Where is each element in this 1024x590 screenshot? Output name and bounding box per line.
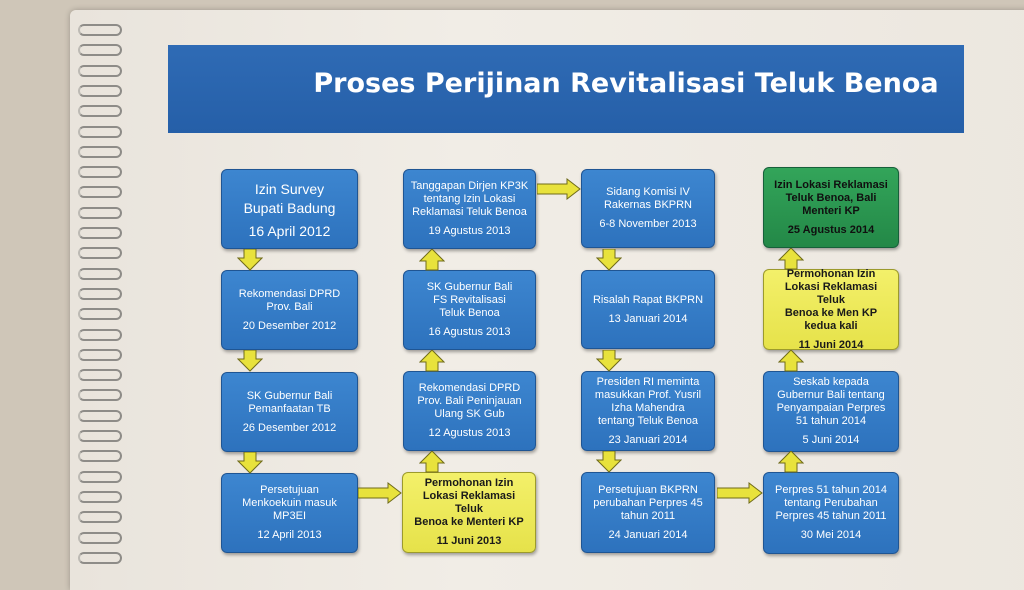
arrow-up-icon [419, 451, 445, 473]
spiral-coil [78, 450, 122, 463]
spiral-coil [78, 145, 122, 158]
arrow-up-icon [419, 350, 445, 372]
arrow-up-icon [778, 451, 804, 473]
spiral-coil [78, 287, 122, 300]
spiral-coil [78, 64, 122, 77]
spiral-coil [78, 227, 122, 239]
spiral-coil [78, 470, 122, 483]
spiral-coil [78, 348, 122, 361]
spiral-coil [78, 186, 122, 199]
arrow-right-icon [717, 482, 763, 504]
arrow-down-icon [237, 452, 263, 474]
step-date: 11 Juni 2013 [436, 535, 502, 547]
spiral-coil [78, 328, 122, 341]
arrow-up-icon [778, 350, 804, 372]
spiral-coil [78, 409, 122, 422]
spiral-coil [78, 490, 122, 503]
step-date: 16 April 2012 [248, 223, 331, 239]
step-date: 19 Agustus 2013 [428, 225, 511, 237]
spiral-coil [78, 430, 122, 442]
spiral-coil [78, 369, 122, 382]
step-risalah-rapat: Risalah Rapat BKPRN 13 Januari 2014 [581, 270, 715, 349]
step-date: 16 Agustus 2013 [428, 326, 511, 338]
title-banner: Proses Perijinan Revitalisasi Teluk Beno… [168, 45, 964, 133]
spiral-coil [78, 24, 122, 36]
spiral-coil [78, 206, 122, 219]
step-date: 25 Agustus 2014 [787, 223, 875, 236]
step-date: 23 Januari 2014 [608, 433, 688, 446]
spiral-coil [78, 551, 122, 564]
arrow-right-icon [537, 178, 581, 200]
spiral-coil [78, 44, 122, 57]
step-date: 11 Juni 2014 [798, 338, 864, 351]
arrow-up-icon [419, 249, 445, 271]
step-date: 6-8 November 2013 [599, 218, 697, 230]
spiral-coil [78, 125, 122, 138]
spiral-coil [78, 105, 122, 118]
arrow-down-icon [596, 350, 622, 372]
spiral-coil [78, 389, 122, 402]
spiral-coil [78, 531, 122, 544]
step-date: 12 April 2013 [257, 529, 322, 541]
spiral-coil [78, 247, 122, 260]
step-date: 24 Januari 2014 [608, 528, 688, 541]
spiral-coil [78, 84, 122, 97]
step-date: 12 Agustus 2013 [428, 427, 511, 439]
step-date: 30 Mei 2014 [800, 529, 862, 541]
page-title: Proses Perijinan Revitalisasi Teluk Beno… [313, 67, 939, 99]
arrow-down-icon [596, 451, 622, 473]
step-date: 20 Desember 2012 [242, 319, 337, 332]
arrow-down-icon [237, 249, 263, 271]
spiral-coil [78, 267, 122, 280]
step-date: 26 Desember 2012 [242, 421, 337, 434]
arrow-down-icon [596, 249, 622, 271]
spiral-coil [78, 166, 122, 179]
arrow-right-icon [358, 482, 402, 504]
step-date: 5 Juni 2014 [802, 434, 860, 446]
spiral-coil [78, 308, 122, 321]
step-text: Risalah Rapat BKPRN [592, 293, 704, 306]
step-date: 13 Januari 2014 [608, 312, 688, 325]
spiral-coil [78, 511, 122, 524]
spiral-binding [78, 24, 122, 574]
arrow-up-icon [778, 248, 804, 270]
arrow-down-icon [237, 350, 263, 372]
